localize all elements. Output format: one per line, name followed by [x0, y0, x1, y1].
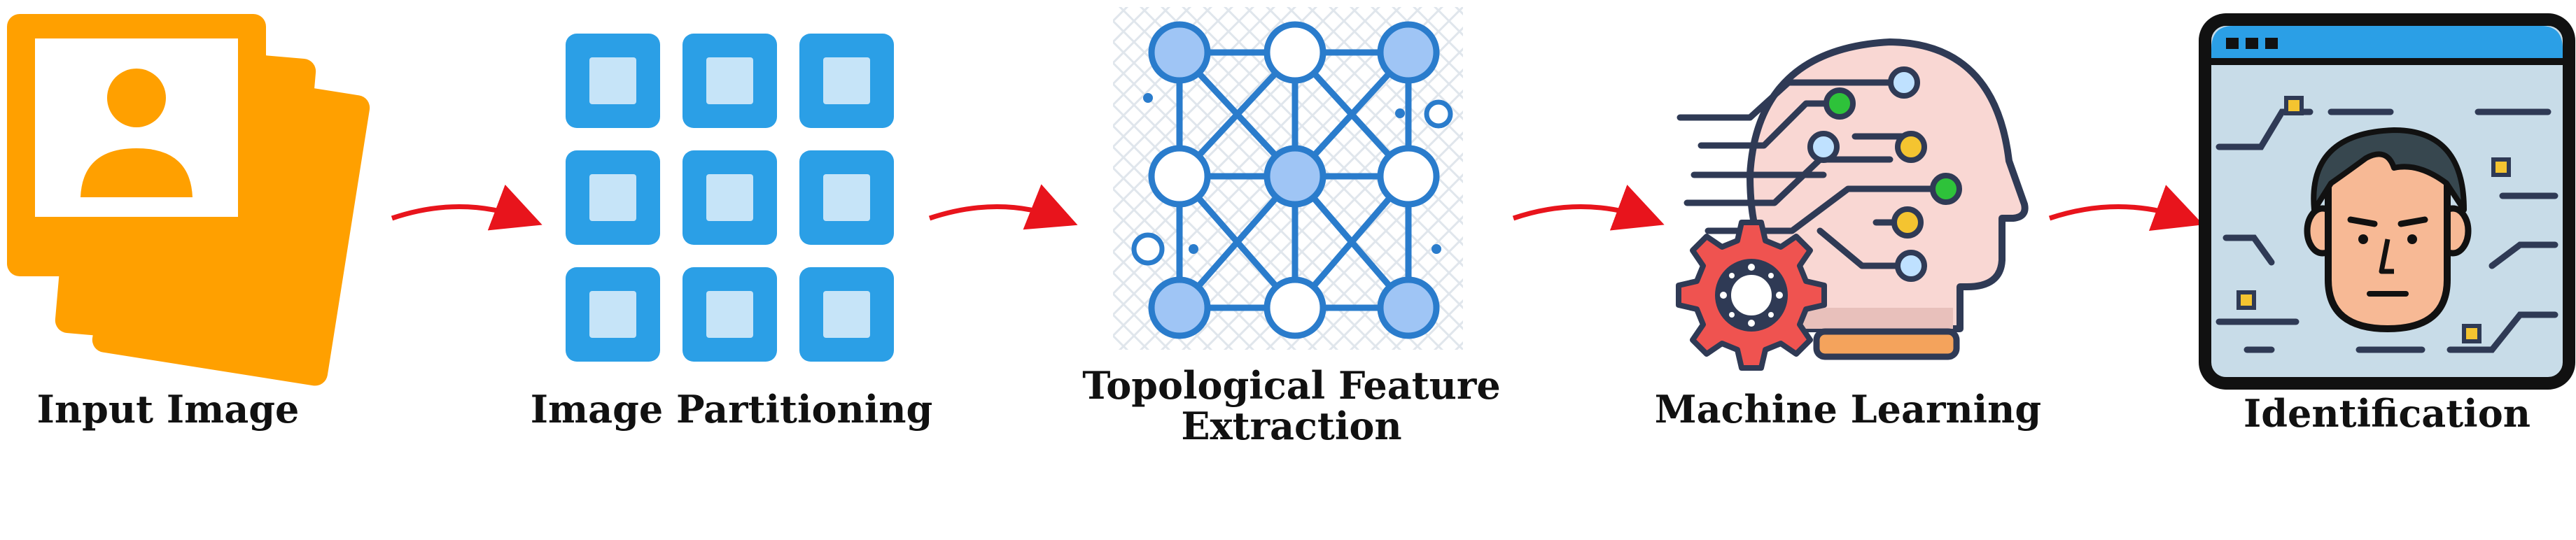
face-id-screen-icon [2199, 13, 2575, 390]
flow-arrow-2 [928, 184, 1078, 230]
node-network-icon [1113, 7, 1463, 350]
label-machine-learning: Machine Learning [1654, 387, 2042, 432]
label-topological-feature-extraction: Topological Feature Extraction [1082, 365, 1502, 446]
flow-arrow-3 [1512, 185, 1665, 231]
label-identification: Identification [2244, 391, 2530, 436]
label-topological-line-2: Extraction [1181, 404, 1402, 448]
label-input-image: Input Image [36, 387, 300, 432]
photo-stack-icon [7, 14, 370, 386]
label-topological-line-1: Topological Feature [1082, 363, 1501, 408]
grid-tiles-icon [566, 34, 894, 362]
label-image-partitioning: Image Partitioning [530, 387, 933, 432]
flow-arrow-1 [391, 184, 542, 231]
ai-head-gear-icon [1676, 38, 2029, 371]
flow-arrow-4 [2048, 185, 2204, 231]
